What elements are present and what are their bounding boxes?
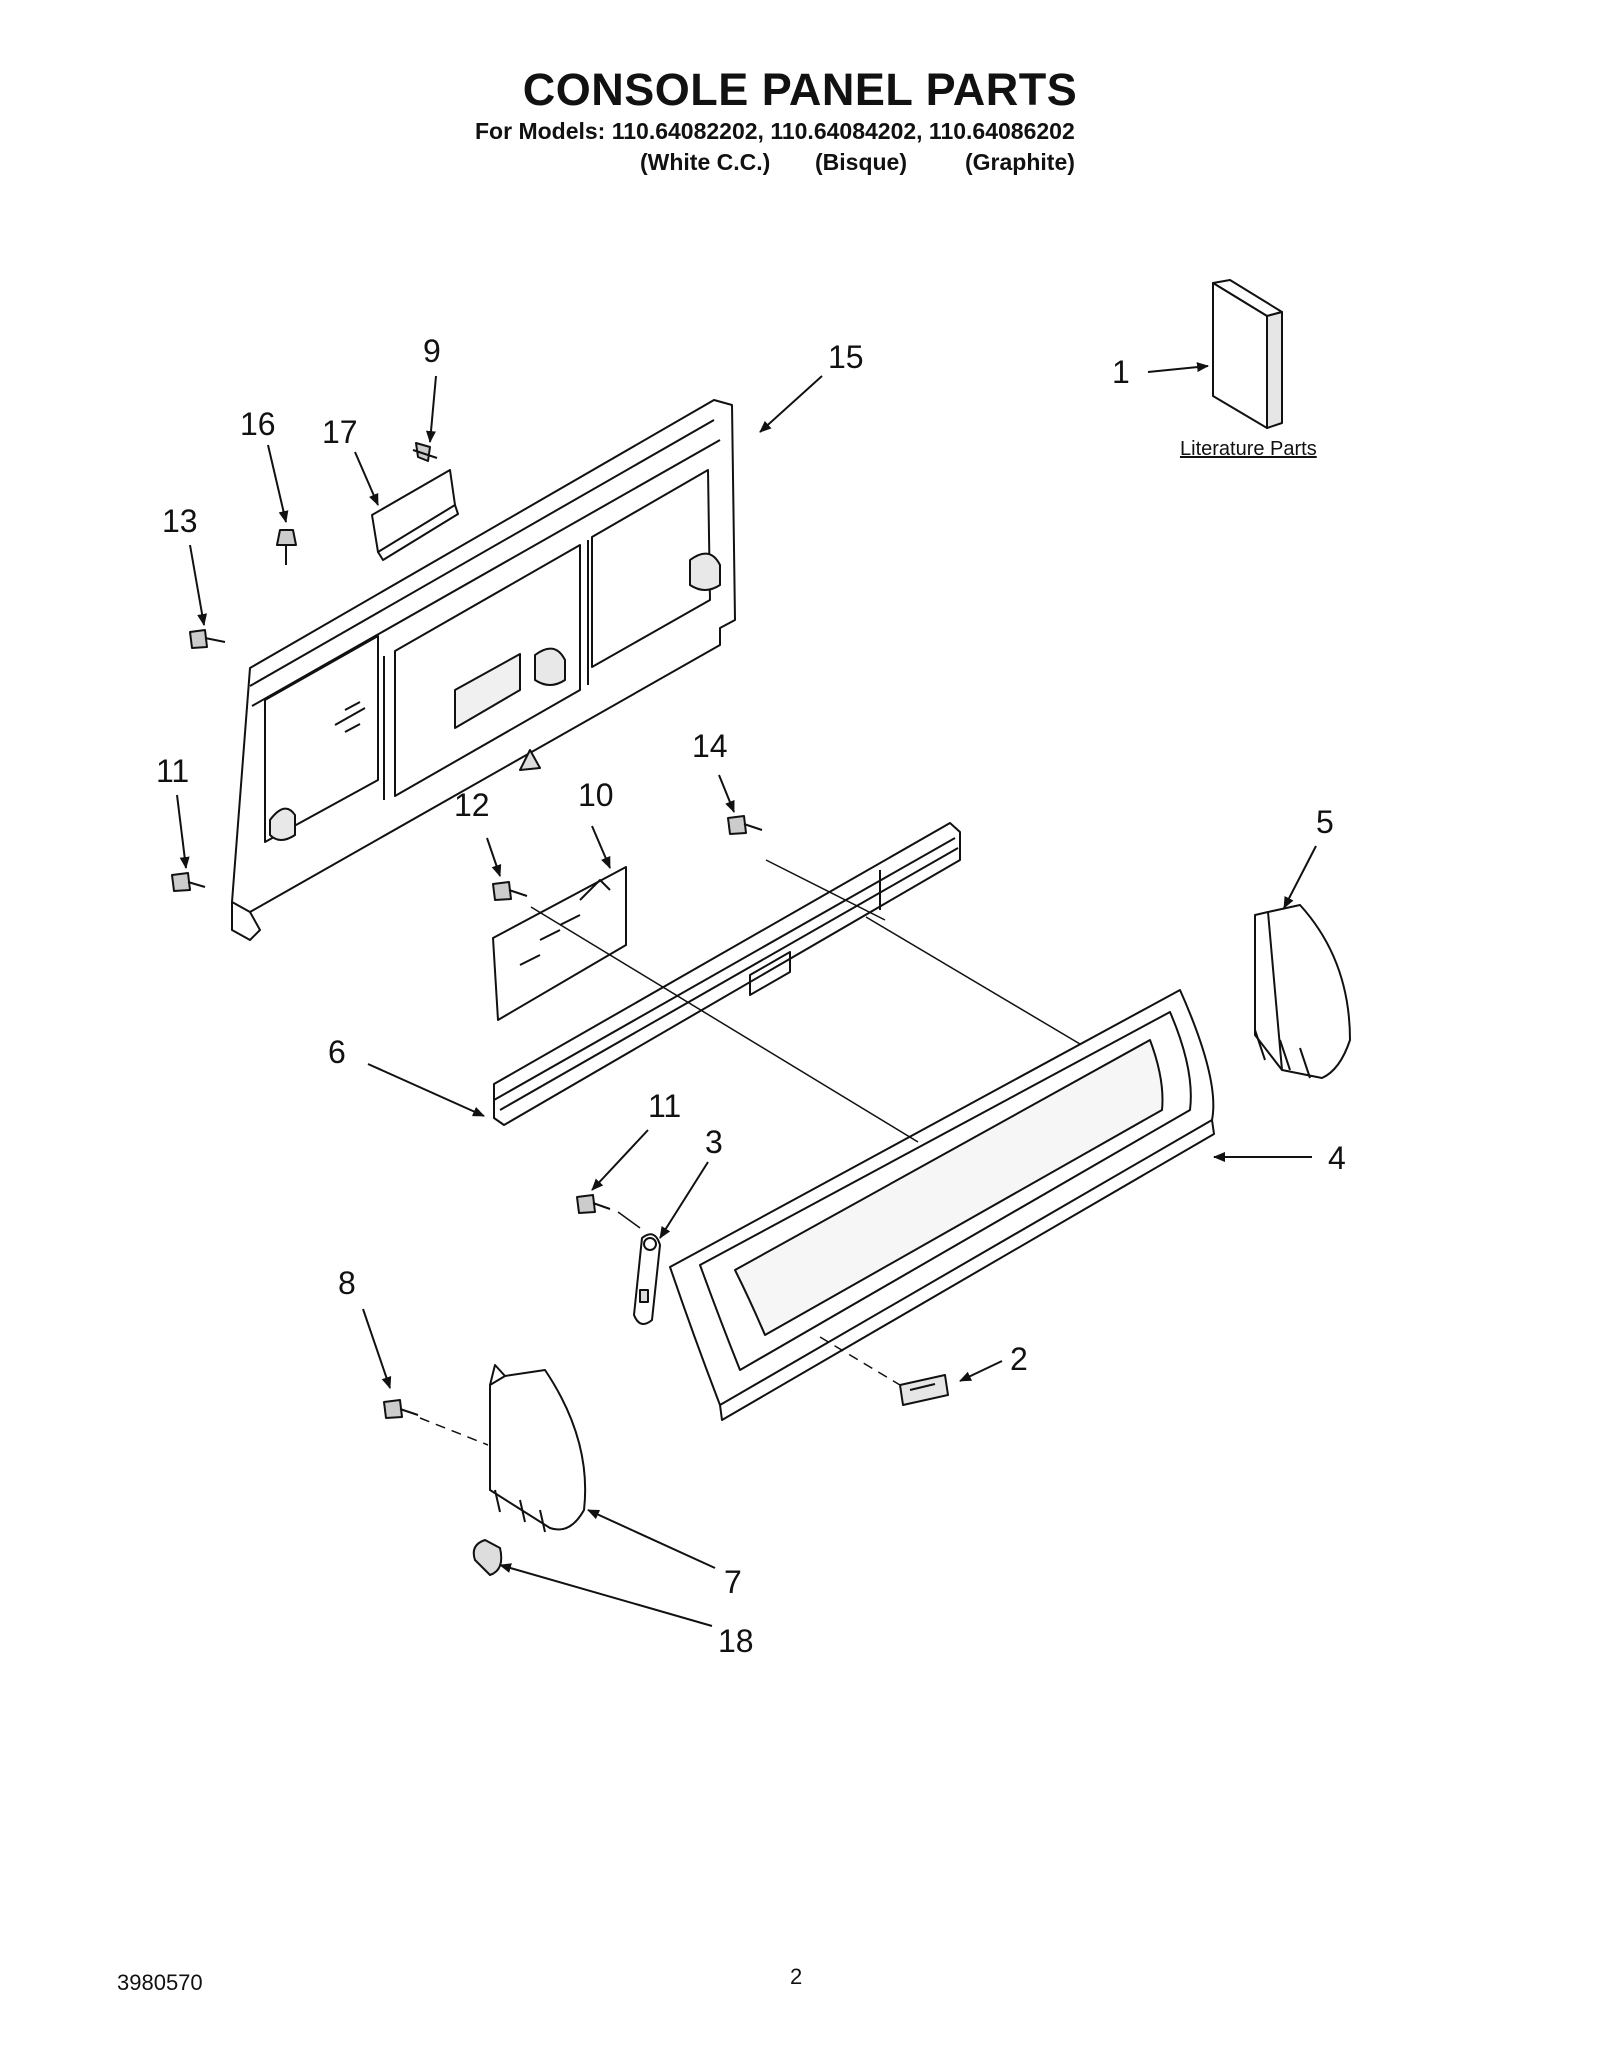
callout-11-upper: 11 (156, 753, 189, 789)
callout-12: 12 (454, 787, 490, 823)
callout-17: 17 (322, 414, 358, 450)
callout-arrows (176, 362, 1317, 1627)
badge-2 (899, 1374, 949, 1406)
literature-parts-label: Literature Parts (1180, 438, 1317, 460)
callout-11-lower: 11 (648, 1088, 681, 1124)
callout-9: 9 (423, 333, 441, 369)
callout-1: 1 (1112, 354, 1130, 390)
screw-11-left (171, 872, 206, 892)
connector-lines (419, 859, 1081, 1446)
strap-3 (633, 1233, 661, 1325)
color-graphite: (Graphite) (965, 149, 1075, 175)
callout-13: 13 (162, 503, 198, 539)
callout-labels: 1 15 9 17 16 13 11 14 12 10 5 6 4 11 3 2… (156, 333, 1346, 1659)
callout-8: 8 (338, 1265, 356, 1301)
callout-16: 16 (240, 406, 276, 442)
console-panel-4 (669, 989, 1215, 1421)
control-board-10 (492, 866, 627, 1021)
callout-5: 5 (1316, 804, 1334, 840)
literature-booklet (1212, 279, 1283, 429)
screw-16 (276, 529, 297, 565)
document-number: 3980570 (117, 1970, 203, 1995)
screw-14 (727, 815, 763, 835)
page-title: CONSOLE PANEL PARTS (522, 64, 1078, 115)
callout-6: 6 (328, 1034, 346, 1070)
callout-2: 2 (1010, 1341, 1028, 1377)
callout-15: 15 (828, 339, 864, 375)
screw-8 (383, 1399, 419, 1419)
page-number: 2 (790, 1964, 803, 1989)
bracket-17 (371, 469, 459, 561)
color-white: (White C.C.) (640, 149, 771, 175)
rear-console-panel (231, 399, 736, 941)
callout-18: 18 (718, 1623, 754, 1659)
screw-12 (492, 881, 528, 901)
models-line: For Models: 110.64082202, 110.64084202, … (475, 118, 1075, 144)
color-bisque: (Bisque) (815, 149, 907, 175)
screw-13 (189, 629, 226, 649)
end-cap-right-5 (1254, 904, 1351, 1079)
callout-3: 3 (705, 1124, 723, 1160)
model-colors: (White C.C.) (Bisque) (Graphite) (640, 149, 1075, 176)
end-cap-left-7 (489, 1364, 587, 1533)
callout-14: 14 (692, 728, 728, 764)
callout-4: 4 (1328, 1140, 1346, 1176)
screw-9 (412, 442, 438, 462)
callout-7: 7 (724, 1564, 742, 1600)
clip-18 (472, 1539, 503, 1576)
screw-11-lower (576, 1194, 611, 1214)
callout-10: 10 (578, 777, 614, 813)
